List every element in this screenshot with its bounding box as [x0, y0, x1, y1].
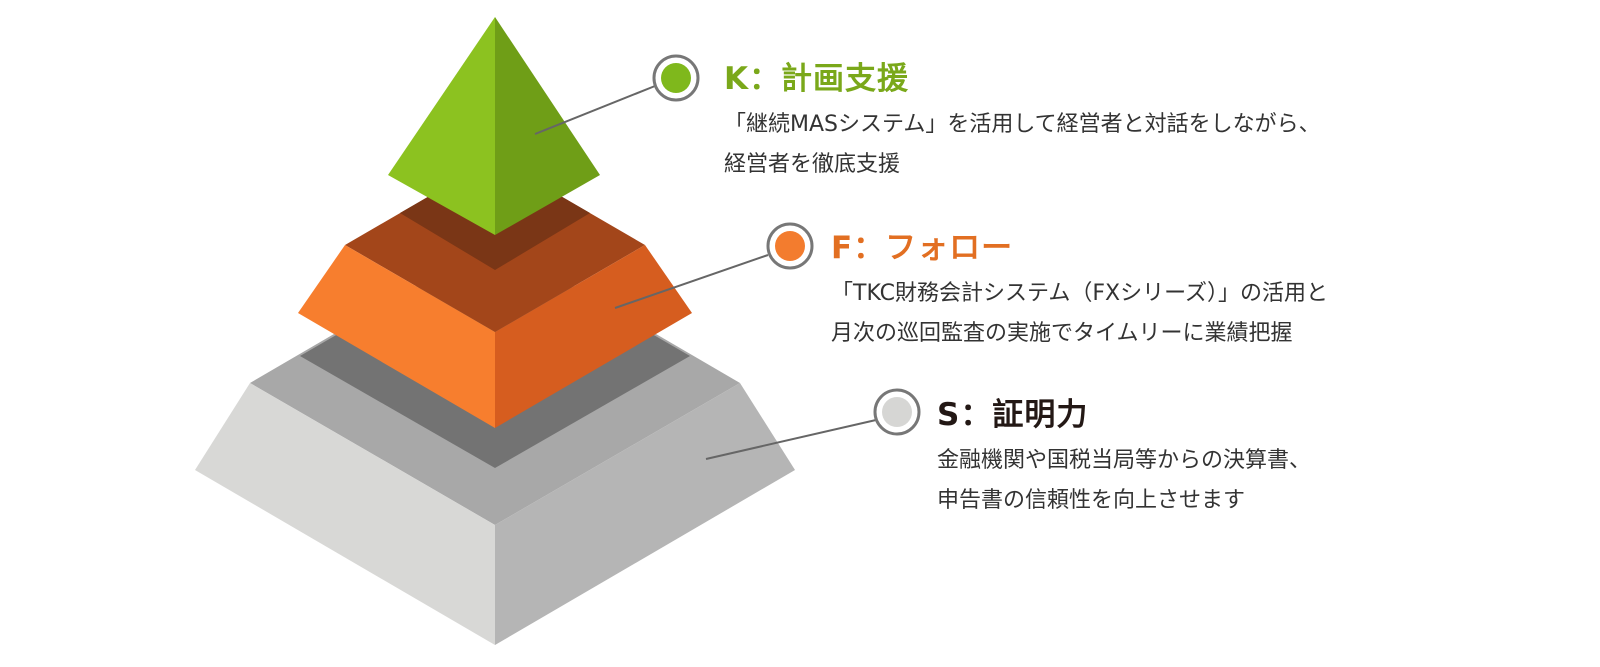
tier-k-left-face	[388, 17, 495, 235]
tier-f-left-face	[298, 245, 495, 428]
pyramid-tier-k	[388, 17, 600, 235]
tier-s-left-face	[195, 383, 495, 645]
marker-k	[652, 54, 700, 102]
tier-s-title: S：証明力	[937, 397, 1089, 433]
tier-s-label: S：証明力 金融機関や国税当局等からの決算書、 申告書の信頼性を向上させます	[937, 395, 1311, 521]
tier-s-description-line-1: 金融機関や国税当局等からの決算書、	[937, 448, 1312, 473]
marker-s	[873, 388, 921, 436]
tier-f-title: F：フォロー	[831, 230, 1014, 266]
tier-k-description-line-1: 「継続MASシステム」を活用して経営者と対話をしながら、	[724, 112, 1321, 137]
tier-f-description: 「TKC財務会計システム（FXシリーズ）」の活用と 月次の巡回監査の実施でタイム…	[831, 274, 1328, 354]
tier-f-right-face	[495, 245, 692, 428]
marker-f	[766, 222, 814, 270]
tier-k-description-line-2: 経営者を徹底支援	[724, 152, 901, 177]
marker-s-dot	[882, 397, 912, 427]
tier-f-label: F：フォロー 「TKC財務会計システム（FXシリーズ）」の活用と 月次の巡回監査…	[831, 228, 1328, 354]
tier-k-title: K：計画支援	[724, 61, 910, 97]
leader-line-k	[534, 85, 656, 135]
marker-k-dot	[661, 63, 691, 93]
tier-k-right-face	[495, 17, 600, 235]
tier-s-description: 金融機関や国税当局等からの決算書、 申告書の信頼性を向上させます	[937, 441, 1311, 521]
leader-line-f	[614, 254, 769, 309]
tier-s-right-face	[495, 383, 795, 645]
tier-s-description-line-2: 申告書の信頼性を向上させます	[937, 488, 1246, 513]
tier-f-description-line-1: 「TKC財務会計システム（FXシリーズ）」の活用と	[831, 281, 1328, 306]
leader-line-s	[705, 419, 877, 460]
tier-k-description: 「継続MASシステム」を活用して経営者と対話をしながら、 経営者を徹底支援	[724, 105, 1321, 185]
marker-f-dot	[775, 231, 805, 261]
tier-f-description-line-2: 月次の巡回監査の実施でタイムリーに業績把握	[831, 321, 1293, 346]
tier-k-label: K：計画支援 「継続MASシステム」を活用して経営者と対話をしながら、 経営者を…	[724, 59, 1321, 185]
